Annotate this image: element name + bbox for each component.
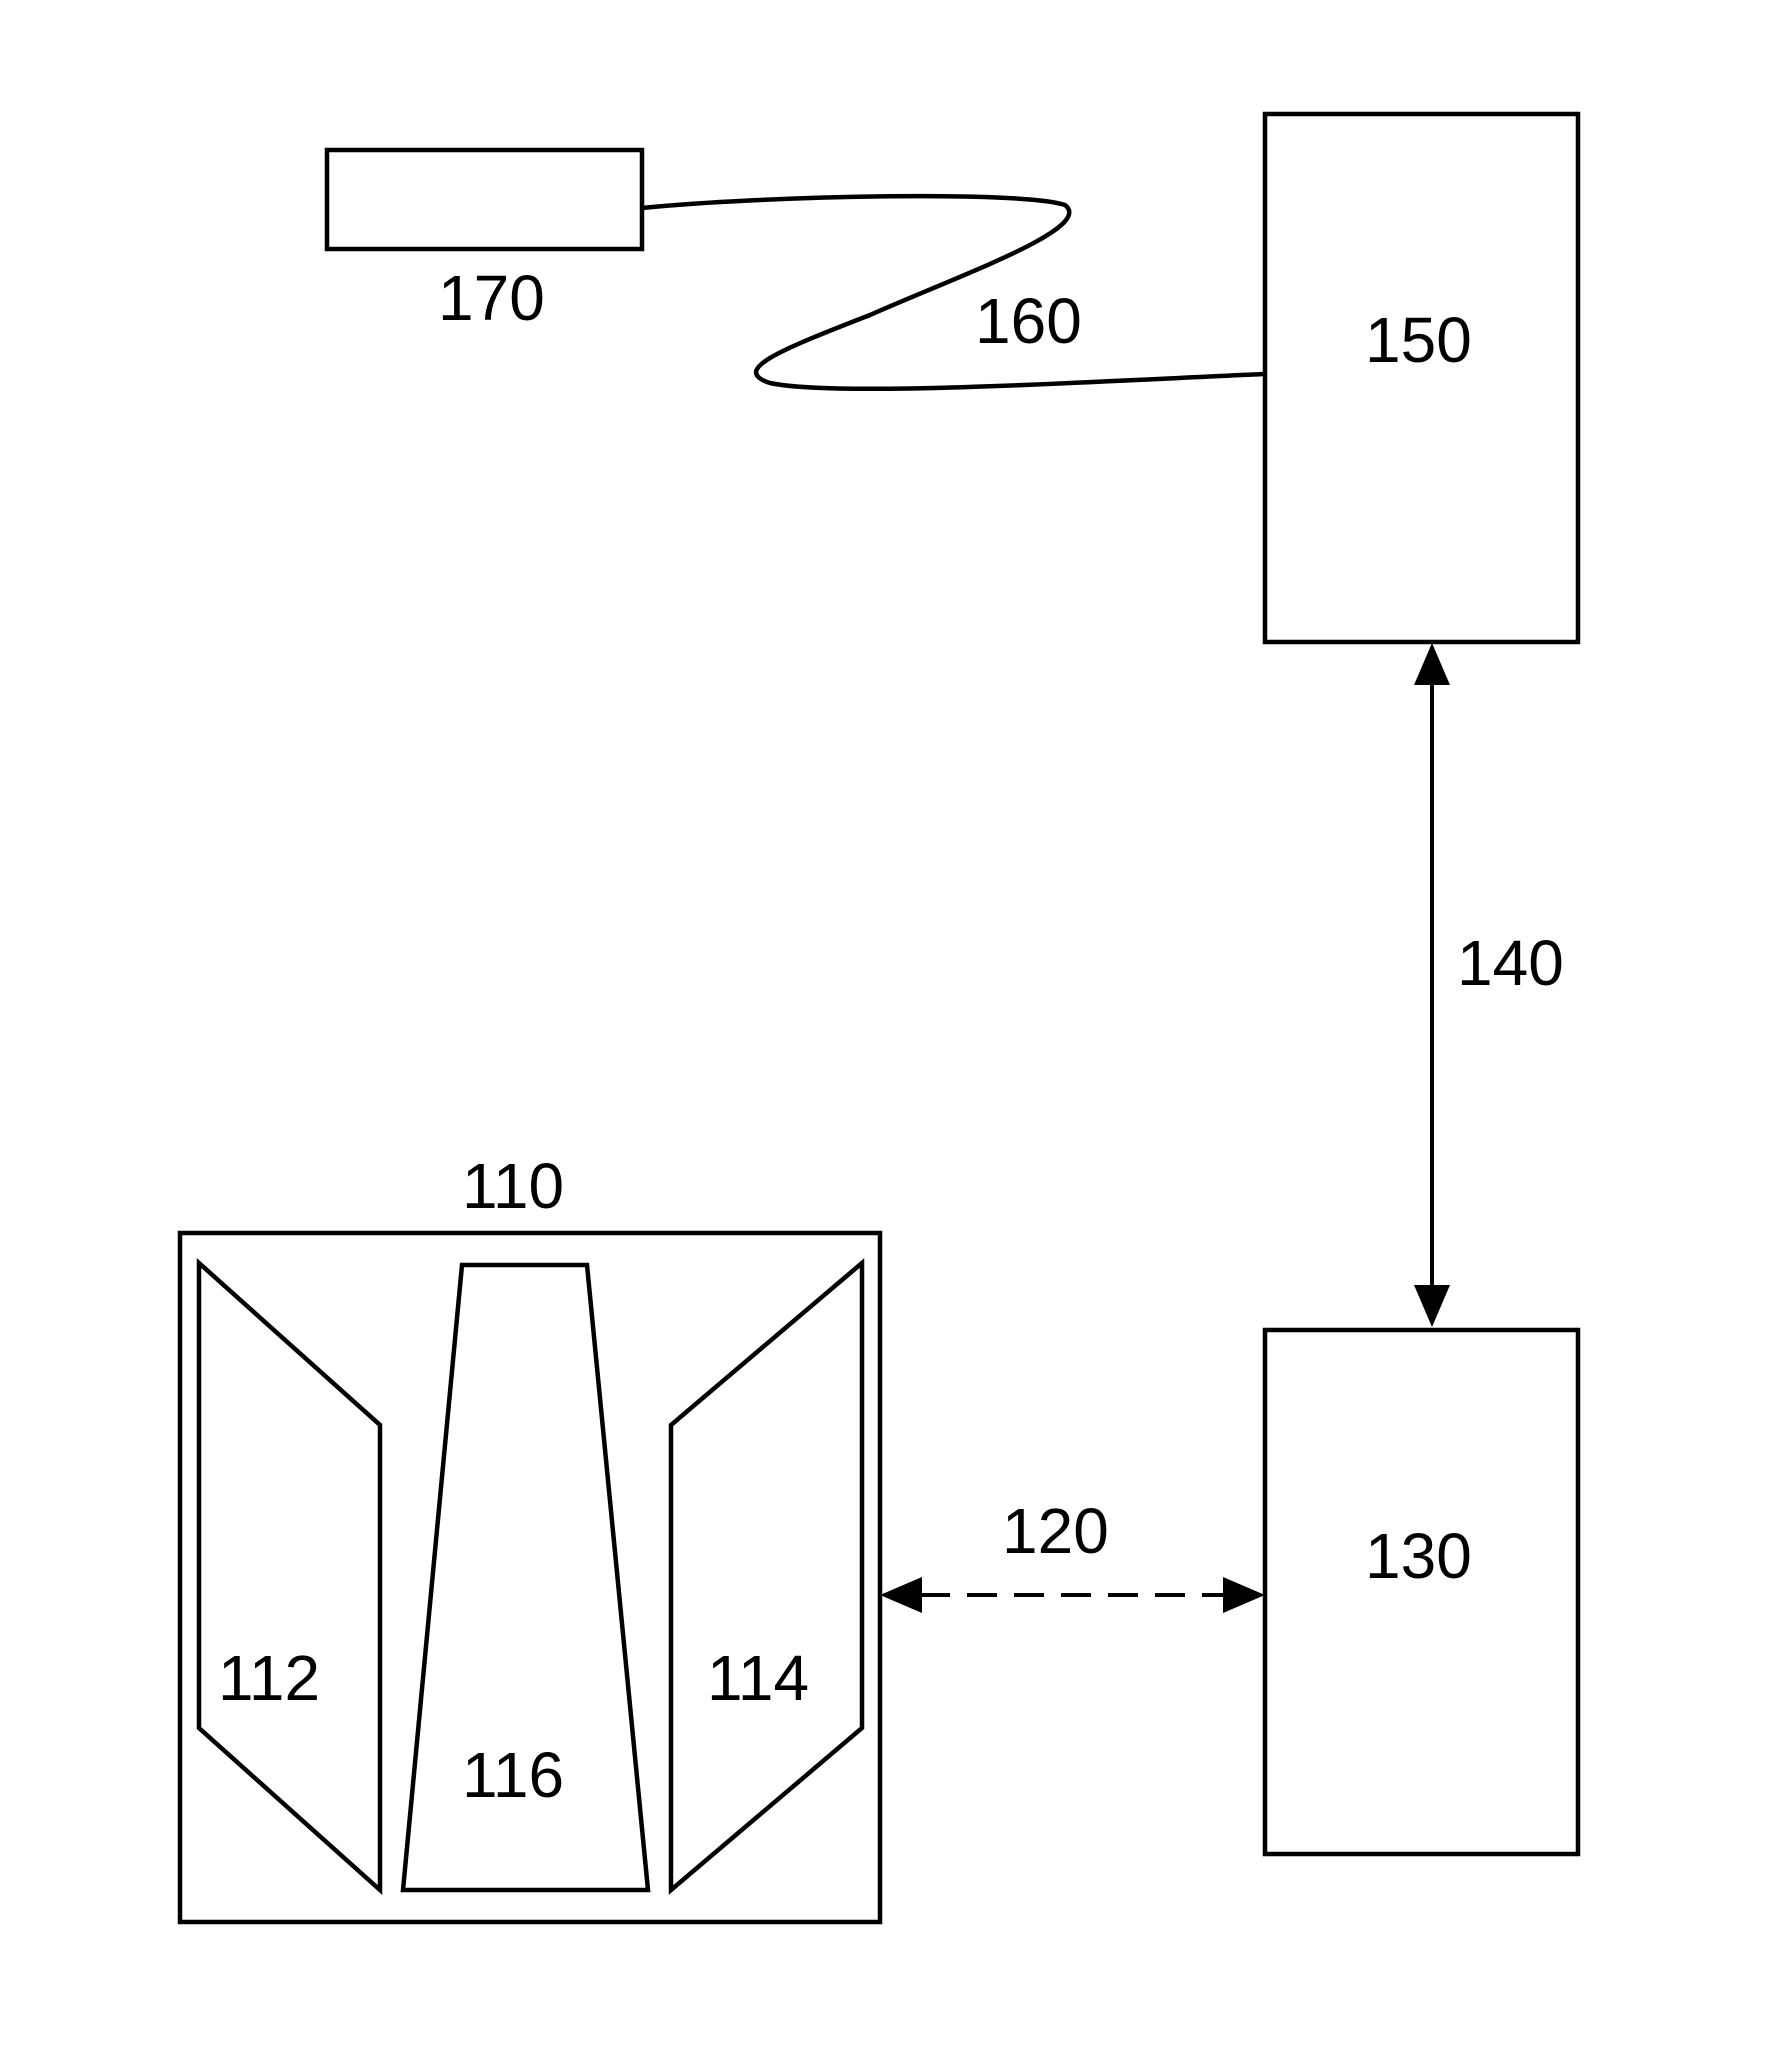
block-130 <box>1265 1330 1578 1854</box>
label-130: 130 <box>1365 1520 1472 1592</box>
label-116: 116 <box>462 1739 564 1811</box>
arrowhead-140-bottom <box>1414 1285 1450 1327</box>
label-160: 160 <box>975 285 1082 357</box>
label-114: 114 <box>707 1642 809 1714</box>
block-170 <box>327 150 642 249</box>
block-150 <box>1265 114 1578 642</box>
label-110: 110 <box>462 1150 564 1222</box>
label-140: 140 <box>1457 927 1564 999</box>
arrowhead-140-top <box>1414 643 1450 685</box>
panel-114 <box>671 1263 862 1890</box>
label-120: 120 <box>1002 1495 1109 1567</box>
arrowhead-120-right <box>1223 1577 1265 1613</box>
cable-160 <box>642 196 1265 389</box>
label-170: 170 <box>438 262 545 334</box>
arrowhead-120-left <box>880 1577 922 1613</box>
panel-112 <box>199 1263 380 1890</box>
label-112: 112 <box>218 1642 320 1714</box>
label-150: 150 <box>1365 304 1472 376</box>
